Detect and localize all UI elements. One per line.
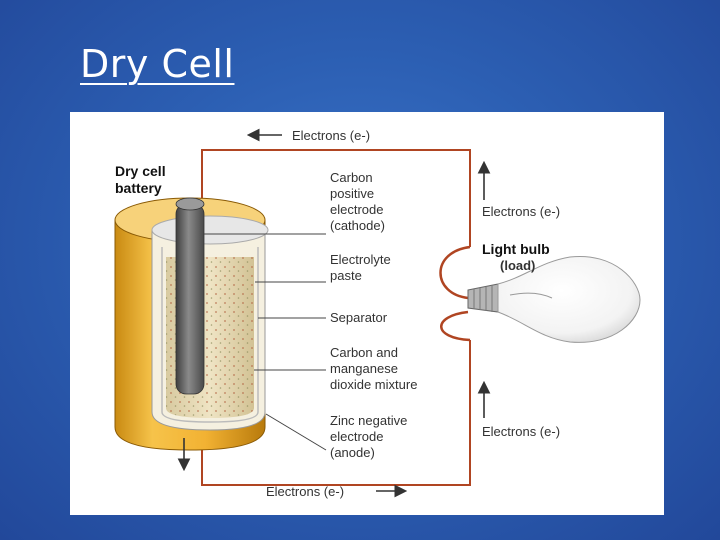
part-label-anode: Zinc negative electrode (anode) bbox=[330, 413, 411, 460]
right-bottom-electrons-label: Electrons (e-) bbox=[482, 424, 560, 439]
dry-cell-diagram-svg: Dry cell battery Electrons (e-) Electron… bbox=[114, 128, 641, 499]
separator-line bbox=[161, 247, 259, 423]
right-top-electrons-label: Electrons (e-) bbox=[482, 204, 560, 219]
bulb-label-line: (load) bbox=[500, 258, 535, 273]
top-seal bbox=[151, 215, 269, 245]
part-label-cathode: Carbon positive electrode (cathode) bbox=[330, 170, 387, 233]
part-label-separator: Separator bbox=[330, 310, 388, 325]
carbon-rod bbox=[175, 203, 205, 395]
circuit-wire bbox=[201, 149, 471, 486]
part-label-mixture: Carbon and manganese dioxide mixture bbox=[330, 345, 417, 392]
bulb-label-line: Light bulb bbox=[482, 241, 550, 257]
leader-lines bbox=[204, 233, 327, 451]
wire-loop-bottom bbox=[440, 310, 471, 342]
battery-heading-line: Dry cell bbox=[115, 163, 166, 179]
battery-heading-line: battery bbox=[115, 180, 162, 196]
bulb-base bbox=[467, 283, 499, 313]
bulb-label: Light bulb (load) bbox=[482, 241, 554, 273]
part-label-electrolyte: Electrolyte paste bbox=[330, 252, 394, 283]
battery-heading: Dry cell battery bbox=[115, 163, 169, 196]
slide-title: Dry Cell bbox=[80, 42, 235, 86]
light-bulb bbox=[467, 255, 641, 343]
dry-cell-diagram: Dry cell battery Electrons (e-) Electron… bbox=[70, 112, 664, 515]
bottom-electrons-label: Electrons (e-) bbox=[266, 484, 344, 499]
battery bbox=[114, 197, 269, 472]
wire-loop-top bbox=[439, 245, 471, 300]
top-electrons-label: Electrons (e-) bbox=[292, 128, 370, 143]
bulb-glass bbox=[497, 255, 641, 343]
